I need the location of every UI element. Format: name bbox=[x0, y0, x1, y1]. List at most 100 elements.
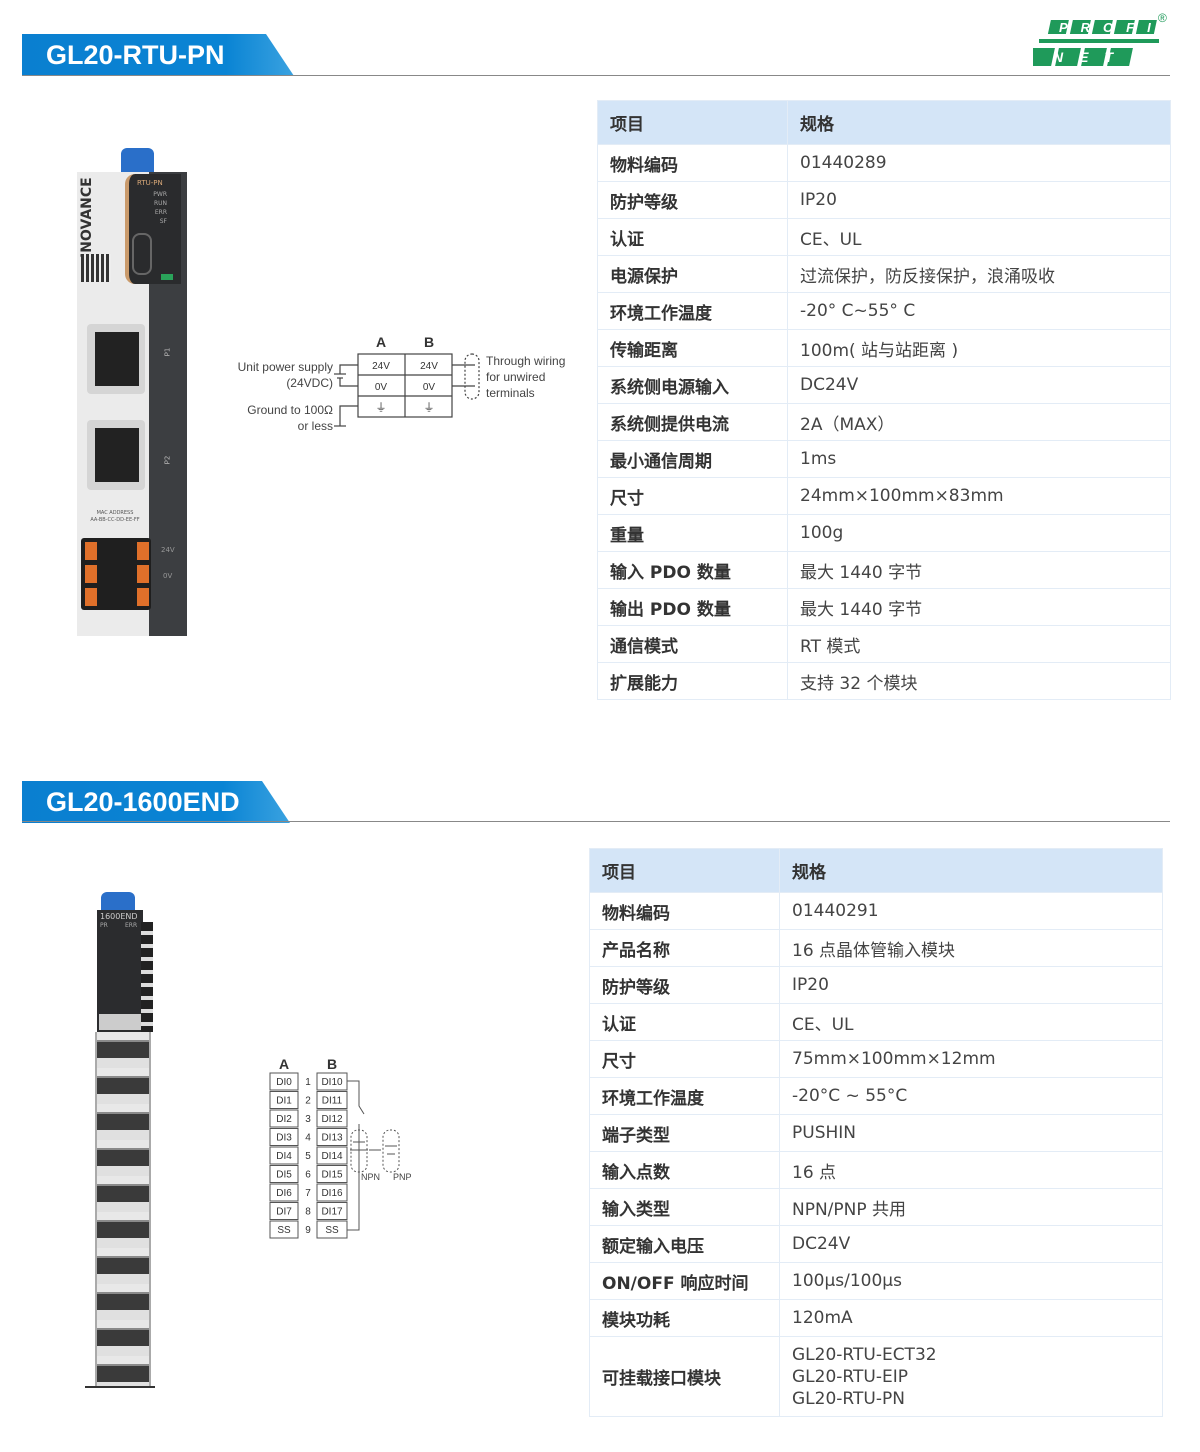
spec-value: RT 模式 bbox=[800, 636, 861, 657]
terminal-number: 3 bbox=[305, 1114, 311, 1125]
ground-icon: ⏚ bbox=[376, 401, 387, 414]
terminal-cell bbox=[316, 1146, 348, 1165]
pr-label: PR bbox=[100, 922, 108, 929]
terminal-label: DI12 bbox=[321, 1114, 343, 1125]
led-label: SF bbox=[159, 218, 167, 225]
spec-value-cell: -20° C~55° C bbox=[787, 292, 1171, 330]
registered-mark: ® bbox=[1158, 11, 1167, 25]
spec-value: 支持 32 个模块 bbox=[800, 673, 918, 694]
terminal-label: DI10 bbox=[321, 1077, 343, 1088]
spec-key: 通信模式 bbox=[597, 625, 788, 663]
table-row: 输入 PDO 数量最大 1440 字节 bbox=[597, 551, 1171, 589]
terminal-label: DI3 bbox=[276, 1133, 292, 1144]
spec-key: 输入类型 bbox=[589, 1188, 780, 1226]
spec-key: 尺寸 bbox=[597, 477, 788, 515]
spec-key: 扩展能力 bbox=[597, 662, 788, 700]
table-row: 输出 PDO 数量最大 1440 字节 bbox=[597, 588, 1171, 626]
spec-value: CE、UL bbox=[792, 1014, 854, 1035]
spec-value: DC24V bbox=[792, 1234, 851, 1254]
spec-key: 输入 PDO 数量 bbox=[597, 551, 788, 589]
terminal-b-0v: 0V bbox=[423, 382, 436, 393]
spec-value: 75mm×100mm×12mm bbox=[792, 1049, 996, 1069]
terminal-number: 7 bbox=[305, 1188, 311, 1199]
spec-value-cell: 最大 1440 字节 bbox=[787, 551, 1171, 589]
supply-label: Unit power supply bbox=[238, 360, 333, 374]
spec-key: 端子类型 bbox=[589, 1114, 780, 1152]
table-row: 输入类型 NPN/PNP 共用 bbox=[589, 1188, 1163, 1226]
terminal-cell bbox=[316, 1165, 348, 1183]
spec-value: CE、UL bbox=[800, 229, 862, 250]
spec-value: 最大 1440 字节 bbox=[800, 562, 923, 583]
logo-text-profi: PROFI bbox=[1059, 20, 1164, 35]
terminal-a-0v: 0V bbox=[375, 382, 388, 393]
header-spec: 规格 bbox=[779, 848, 1163, 893]
led-label: PWR bbox=[153, 191, 167, 198]
qr-code-icon bbox=[81, 254, 111, 282]
spec-value: DC24V bbox=[800, 375, 859, 395]
ground-sub: or less bbox=[298, 419, 333, 433]
spec-key: 物料编码 bbox=[589, 892, 780, 930]
terminal-label: DI5 bbox=[276, 1170, 292, 1181]
header-item: 项目 bbox=[589, 848, 780, 893]
terminal-number: 9 bbox=[305, 1225, 311, 1236]
terminal-b-24v: 24V bbox=[420, 361, 438, 372]
spec-key: 防护等级 bbox=[589, 966, 780, 1004]
terminal-label: DI11 bbox=[322, 1096, 343, 1107]
header-item: 项目 bbox=[597, 100, 788, 145]
spec-key: 传输距离 bbox=[597, 329, 788, 367]
spec-key: 系统侧电源输入 bbox=[597, 366, 788, 404]
spec-value: NPN/PNP 共用 bbox=[792, 1199, 907, 1220]
spec-value-cell: 100m( 站与站距离 ) bbox=[787, 329, 1171, 367]
table-header-row: 项目规格 bbox=[589, 848, 1163, 893]
terminal-label: DI14 bbox=[321, 1151, 343, 1162]
terminal-label: DI7 bbox=[276, 1207, 292, 1218]
terminal-cell bbox=[316, 1202, 348, 1220]
terminal-label: DI13 bbox=[321, 1133, 343, 1144]
terminal-label: DI2 bbox=[276, 1114, 292, 1125]
terminal-label: DI0 bbox=[276, 1077, 292, 1088]
terminal-cell bbox=[269, 1109, 299, 1128]
mac-label: MAC ADDRESS bbox=[96, 510, 134, 516]
section-title: GL20-RTU-PN bbox=[22, 34, 294, 76]
spec-value-cell: IP20 bbox=[779, 966, 1163, 1004]
terminal-cell bbox=[316, 1183, 348, 1202]
spec-value-cell: 支持 32 个模块 bbox=[787, 662, 1171, 700]
model-label: RTU-PN bbox=[137, 179, 163, 187]
terminal-cell bbox=[316, 1091, 348, 1109]
spec-value: 最大 1440 字节 bbox=[800, 599, 923, 620]
divider bbox=[22, 75, 1170, 76]
through-wiring-label: terminals bbox=[486, 386, 535, 400]
spec-key: 最小通信周期 bbox=[597, 440, 788, 478]
terminal-cell bbox=[316, 1220, 348, 1239]
terminal-label: SS bbox=[325, 1225, 339, 1236]
terminal-number: 6 bbox=[305, 1170, 311, 1181]
terminal-cell bbox=[269, 1128, 299, 1146]
spec-value-cell: 2A（MAX） bbox=[787, 403, 1171, 441]
spec-value: IP20 bbox=[800, 190, 837, 210]
spec-value-cell: 100µs/100µs bbox=[779, 1262, 1163, 1300]
spec-key: 产品名称 bbox=[589, 929, 780, 967]
table-row: 通信模式 RT 模式 bbox=[597, 625, 1171, 663]
spec-value-cell: 01440291 bbox=[779, 892, 1163, 930]
err-label: ERR bbox=[125, 922, 138, 929]
terminal-cell bbox=[269, 1202, 299, 1220]
spec-key: 环境工作温度 bbox=[589, 1077, 780, 1115]
spec-value-cell: 01440289 bbox=[787, 144, 1171, 182]
spec-value-cell: IP20 bbox=[787, 181, 1171, 219]
spec-value-cell: 1ms bbox=[787, 440, 1171, 478]
terminal-cell bbox=[269, 1072, 299, 1091]
npn-label: NPN bbox=[361, 1172, 380, 1182]
